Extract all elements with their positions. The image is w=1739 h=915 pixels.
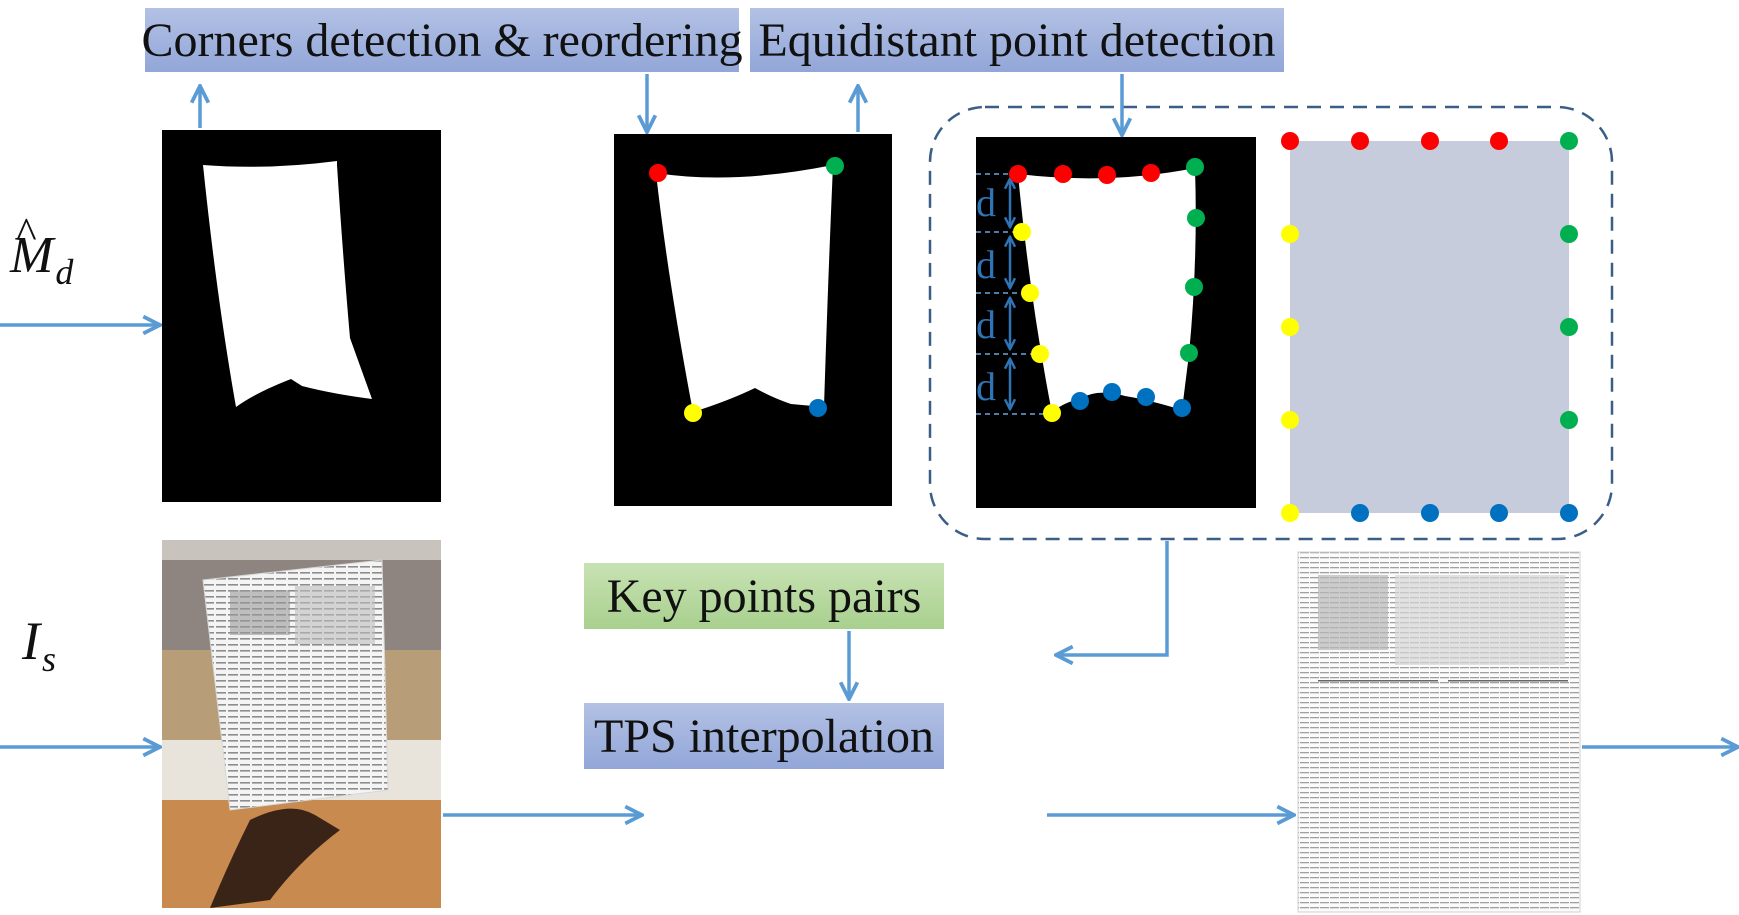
key-points-pairs-box: Key points pairs [584,563,944,629]
rectified-document [1297,551,1581,913]
corners-detection-box: Corners detection & reordering [141,8,743,72]
source-image-label: Is [22,611,56,679]
corners-panel [614,134,892,506]
mask-hat-icon: ^ [16,209,37,258]
distance-label-3: d [976,302,996,347]
source-photo [162,540,441,908]
target-points-panel [1281,132,1578,522]
mask-input-label: ^ Md [10,209,74,292]
corners-detection-label: Corners detection & reordering [141,13,743,67]
equidistant-detection-label: Equidistant point detection [758,13,1276,67]
tps-interpolation-label: TPS interpolation [594,709,934,763]
equidistant-detection-box: Equidistant point detection [750,8,1284,72]
distance-label-1: d [976,180,996,225]
mask-panel [162,130,441,502]
equidistant-points-panel: d d d d [976,137,1256,508]
distance-label-4: d [976,364,996,409]
equidistant-region-border [928,105,1614,541]
distance-label-2: d [976,242,996,287]
tps-interpolation-box: TPS interpolation [584,703,944,769]
key-points-pairs-label: Key points pairs [606,569,922,623]
